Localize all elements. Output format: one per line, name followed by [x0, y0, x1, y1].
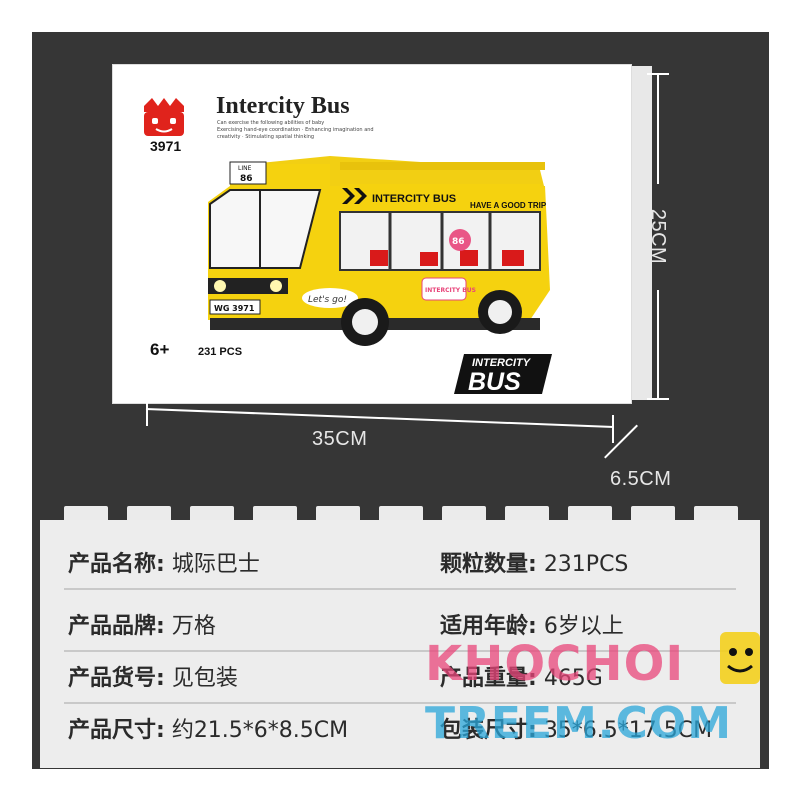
brick-stud	[253, 506, 297, 520]
spec-value: 465G	[543, 666, 603, 691]
spec-value: 城际巴士	[171, 552, 260, 577]
bus-logo-bottom: BUS	[468, 368, 521, 396]
width-label: 35CM	[312, 428, 368, 450]
brick-stud	[631, 506, 675, 520]
product-title: Intercity Bus	[216, 93, 350, 119]
box-side	[632, 66, 652, 400]
spec-label: 产品货号:	[68, 666, 165, 691]
item-number: 3971	[150, 138, 182, 154]
brick-stud	[442, 506, 486, 520]
brick-stud	[316, 506, 360, 520]
spec-value: 见包装	[171, 666, 238, 691]
height-line-upper	[657, 74, 659, 184]
row-divider	[64, 650, 736, 652]
spec-value: 万格	[171, 614, 216, 639]
bus-plate: WG 3971	[214, 304, 255, 313]
bus-banner: INTERCITY BUS	[372, 193, 456, 205]
spec-right: 适用年龄: 6岁以上	[440, 608, 624, 640]
bus-greeting: Let's go!	[308, 295, 347, 305]
spec-label: 包装尺寸:	[440, 718, 537, 743]
brand-logo-icon	[144, 98, 184, 136]
watermark-logo: KHOCHOI TREEM.COM	[425, 632, 760, 749]
bus-model-image: INTERCITY BUS HAVE A GOOD TRIP LINE 86 8…	[208, 156, 550, 346]
brick-stud	[694, 506, 738, 520]
bus-line-number: 86	[240, 174, 253, 184]
row-divider	[64, 702, 736, 704]
spec-value: 231PCS	[543, 552, 629, 577]
spec-row: 产品尺寸: 约21.5*6*8.5CM 包装尺寸: 35*6.5*17.5CM	[40, 694, 760, 756]
spec-value: 约21.5*6*8.5CM	[171, 718, 349, 743]
bus-slogan: HAVE A GOOD TRIP	[470, 201, 547, 210]
spec-label: 产品品牌:	[68, 614, 165, 639]
watermark-line2: TREEM.COM	[425, 698, 732, 749]
brick-stud	[190, 506, 234, 520]
width-tick-right	[612, 415, 614, 443]
bus-side-number: 86	[452, 237, 465, 247]
spec-right: 产品重量: 465G	[440, 660, 603, 692]
watermark-line1: KHOCHOI	[425, 636, 684, 692]
spec-label: 适用年龄:	[440, 614, 537, 639]
brick-stud	[505, 506, 549, 520]
piece-count: 231 PCS	[198, 346, 243, 358]
spec-row: 产品名称: 城际巴士 颗粒数量: 231PCS	[40, 528, 760, 590]
bus-line-label: LINE	[238, 165, 252, 172]
height-label: 25CM	[647, 208, 670, 265]
spec-left: 产品名称: 城际巴士	[68, 546, 260, 578]
bus-badge: INTERCITY BUS	[425, 287, 476, 294]
spec-right: 包装尺寸: 35*6.5*17.5CM	[440, 712, 712, 744]
spec-value: 6岁以上	[543, 614, 624, 639]
box-subtitle: Can exercise the following abilities of …	[217, 120, 325, 126]
brick-stud	[127, 506, 171, 520]
spec-left: 产品尺寸: 约21.5*6*8.5CM	[68, 712, 348, 744]
spec-value: 35*6.5*17.5CM	[543, 718, 713, 743]
bus-logo-top: INTERCITY	[472, 357, 532, 369]
bus-logo: INTERCITY BUS	[454, 354, 552, 396]
spec-label: 颗粒数量:	[440, 552, 537, 577]
spec-row: 产品货号: 见包装 产品重量: 465G	[40, 642, 760, 704]
box-subtitle-detail: Exercising hand-eye coordination · Enhan…	[217, 127, 374, 140]
spec-left: 产品品牌: 万格	[68, 608, 216, 640]
brick-stud	[379, 506, 423, 520]
brick-stud	[64, 506, 108, 520]
row-divider	[64, 588, 736, 590]
spec-label: 产品重量:	[440, 666, 537, 691]
depth-label: 6.5CM	[610, 468, 672, 490]
spec-label: 产品尺寸:	[68, 718, 165, 743]
spec-label: 产品名称:	[68, 552, 165, 577]
spec-right: 颗粒数量: 231PCS	[440, 546, 628, 578]
spec-row: 产品品牌: 万格 适用年龄: 6岁以上	[40, 590, 760, 652]
height-line-lower	[657, 290, 659, 400]
spec-panel	[40, 520, 760, 768]
spec-left: 产品货号: 见包装	[68, 660, 238, 692]
brick-stud	[568, 506, 612, 520]
age-badge: 6+	[150, 340, 170, 359]
width-tick-left	[146, 398, 148, 426]
